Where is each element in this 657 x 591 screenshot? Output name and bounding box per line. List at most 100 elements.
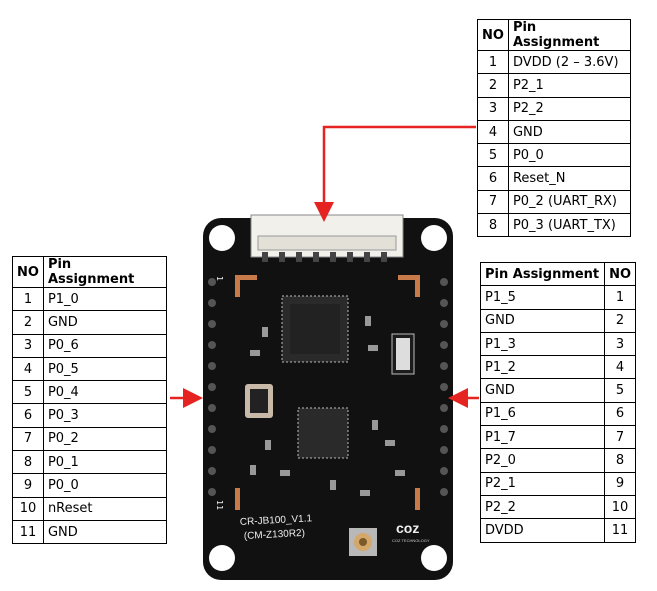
pin-number-cell: 5 <box>604 378 636 403</box>
pin-assignment-cell: P0_3 (UART_TX) <box>507 213 632 238</box>
right-pin-header <box>440 278 448 496</box>
left-pin-header <box>208 278 216 496</box>
pin-number-cell: 7 <box>604 425 636 450</box>
pin-number-cell: 4 <box>477 119 509 145</box>
pin-assignment-cell: DVDD (2 – 3.6V) <box>507 49 632 75</box>
pin-number-cell: 8 <box>12 450 44 475</box>
pin-assignment-cell: P0_3 <box>42 403 168 428</box>
pin-number-cell: 2 <box>12 310 44 335</box>
header-pin-assignment: Pin Assignment <box>479 261 606 287</box>
pin-assignment-cell: P1_7 <box>479 425 606 450</box>
pin-number-cell: 8 <box>604 448 636 473</box>
pin-assignment-cell: P0_0 <box>42 473 168 498</box>
header-no: NO <box>477 19 509 51</box>
pin-assignment-cell: P0_6 <box>42 333 168 358</box>
pin-assignment-cell: P0_5 <box>42 356 168 382</box>
pin-assignment-cell: P2_1 <box>507 73 632 98</box>
pcb-board <box>203 218 453 580</box>
pin-assignment-cell: P0_4 <box>42 380 168 405</box>
board-model-label: CR-JB100_V1.1 <box>240 513 313 528</box>
pin-number-cell: 7 <box>12 426 44 452</box>
pin-assignment-cell: GND <box>507 119 632 145</box>
coz-logo: coz <box>396 520 419 536</box>
pin-number-cell: 5 <box>12 380 44 405</box>
mounting-hole <box>209 225 235 251</box>
pin-number-cell: 11 <box>12 519 44 545</box>
pin-number-cell: 8 <box>477 213 509 238</box>
pin-number-cell: 7 <box>477 189 509 215</box>
mounting-hole <box>421 545 447 571</box>
pin-assignment-cell: P2_2 <box>479 494 606 520</box>
pin-number-cell: 4 <box>12 356 44 382</box>
pin-number-cell: 6 <box>604 401 636 427</box>
header-no: NO <box>12 256 44 288</box>
pin-assignment-cell: P0_2 (UART_RX) <box>507 189 632 215</box>
pin-number-cell: 3 <box>12 333 44 358</box>
pin-assignment-cell: GND <box>42 519 168 545</box>
header-pin-assignment: Pin Assignment <box>42 256 168 288</box>
pin-assignment-cell: P0_1 <box>42 450 168 475</box>
coz-logo-sub: COZ TECHNOLOGY <box>392 538 430 543</box>
pin-assignment-cell: GND <box>479 378 606 403</box>
second-chip <box>297 407 349 459</box>
header-pin-assignment: Pin Assignment <box>507 19 632 51</box>
pin-number-cell: 10 <box>12 496 44 521</box>
pin-number-cell: 1 <box>12 286 44 312</box>
pin-assignment-cell: P2_0 <box>479 448 606 473</box>
pin-assignment-cell: GND <box>479 308 606 333</box>
mounting-hole <box>209 545 235 571</box>
pin-assignment-cell: P2_2 <box>507 96 632 121</box>
pin-assignment-cell: P1_3 <box>479 331 606 357</box>
pin-number-cell: 9 <box>604 471 636 496</box>
pin-number-cell: 3 <box>477 96 509 121</box>
pin-assignment-cell: nReset <box>42 496 168 521</box>
pin-number-cell: 9 <box>12 473 44 498</box>
pin-assignment-cell: Reset_N <box>507 166 632 191</box>
pin-assignment-cell: P0_0 <box>507 143 632 168</box>
arrow-top <box>314 125 476 222</box>
pin-number-cell: 2 <box>477 73 509 98</box>
pin-number-cell: 1 <box>477 49 509 75</box>
pin-assignment-cell: P1_6 <box>479 401 606 427</box>
pin-number-cell: 3 <box>604 331 636 357</box>
pin-number-cell: 2 <box>604 308 636 333</box>
pin-number-cell: 11 <box>604 518 636 543</box>
pin-assignment-cell: P0_2 <box>42 426 168 452</box>
board-sub-label: (CM-Z130R2) <box>244 528 306 542</box>
pin-number-cell: 10 <box>604 494 636 520</box>
pin-assignment-cell: P2_1 <box>479 471 606 496</box>
edge-label-1: 1 <box>215 276 224 281</box>
pin-assignment-cell: P1_2 <box>479 355 606 380</box>
